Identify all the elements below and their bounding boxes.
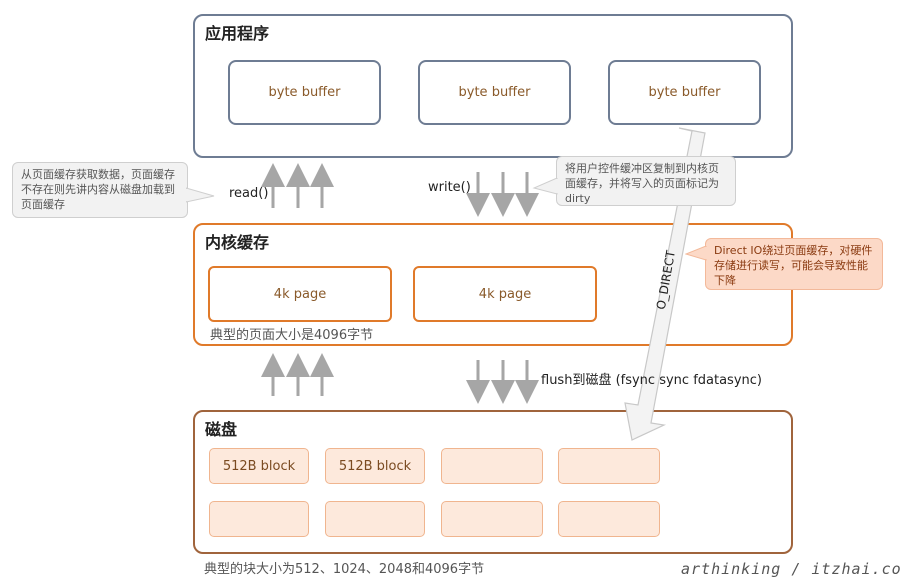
load-up-arrows <box>261 353 334 396</box>
write-callout-text: 将用户控件缓冲区复制到内核页面缓存，并将写入的页面标记为dirty <box>565 162 719 205</box>
write-down-arrows <box>466 172 539 217</box>
disk-block <box>558 448 660 484</box>
direct-io-callout-text: Direct IO绕过页面缓存，对硬件存储进行读写，可能会导致性能下降 <box>714 244 873 287</box>
disk-block <box>209 501 309 537</box>
read-callout-text: 从页面缓存获取数据，页面缓存不存在则先讲内容从磁盘加载到页面缓存 <box>21 168 175 211</box>
write-callout-pointer <box>532 178 558 195</box>
page-2: 4k page <box>413 266 597 322</box>
byte-buffer-1: byte buffer <box>228 60 381 125</box>
kernel-title: 内核缓存 <box>205 233 270 252</box>
watermark: arthinking / itzhai.com <box>681 560 900 578</box>
disk-block <box>325 501 425 537</box>
disk-block <box>558 501 660 537</box>
read-up-arrows <box>261 163 334 208</box>
disk-block: 512B block <box>325 448 425 484</box>
read-label: read() <box>229 186 269 201</box>
disk-block <box>441 501 543 537</box>
flush-label: flush到磁盘 (fsync sync fdatasync) <box>541 373 762 388</box>
write-label: write() <box>428 180 471 195</box>
o-direct-arrow <box>624 127 706 441</box>
read-callout: 从页面缓存获取数据，页面缓存不存在则先讲内容从磁盘加载到页面缓存 <box>12 162 188 218</box>
app-title: 应用程序 <box>205 24 270 43</box>
direct-io-callout-pointer <box>685 246 707 261</box>
disk-layer <box>193 410 793 554</box>
page-size-caption: 典型的页面大小是4096字节 <box>210 328 374 343</box>
byte-buffer-2: byte buffer <box>418 60 571 125</box>
byte-buffer-3: byte buffer <box>608 60 761 125</box>
direct-io-callout: Direct IO绕过页面缓存，对硬件存储进行读写，可能会导致性能下降 <box>705 238 883 290</box>
disk-title: 磁盘 <box>205 420 238 439</box>
read-callout-pointer <box>186 187 215 203</box>
block-size-caption: 典型的块大小为512、1024、2048和4096字节 <box>204 562 485 577</box>
disk-block <box>441 448 543 484</box>
disk-block: 512B block <box>209 448 309 484</box>
page-1: 4k page <box>208 266 392 322</box>
flush-down-arrows <box>466 360 539 404</box>
app-layer <box>193 14 793 158</box>
write-callout: 将用户控件缓冲区复制到内核页面缓存，并将写入的页面标记为dirty <box>556 156 736 206</box>
